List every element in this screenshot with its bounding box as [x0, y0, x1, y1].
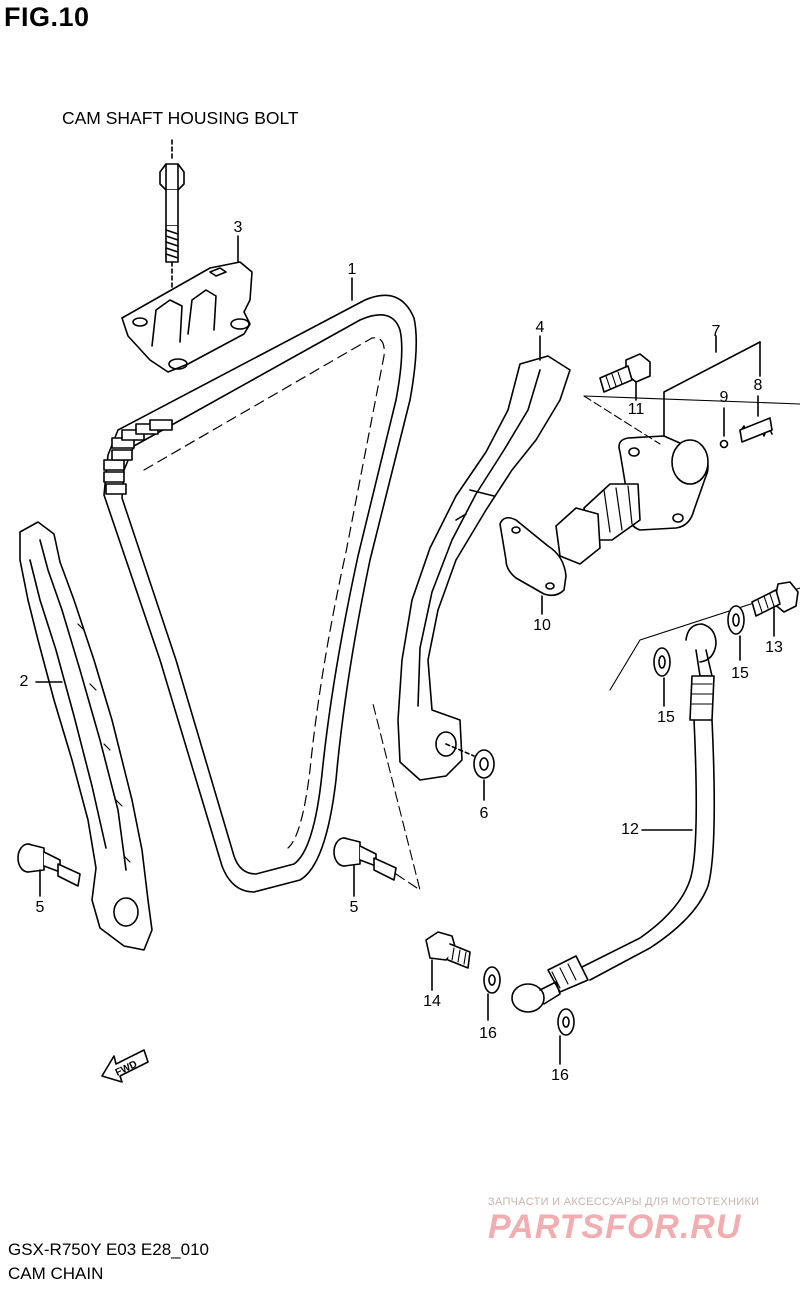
figure-title: FIG.10 [4, 2, 90, 32]
callout-4: 4 [535, 319, 545, 336]
part-9-ball [719, 407, 729, 449]
callout-11: 11 [627, 401, 645, 418]
callout-1: 1 [347, 261, 357, 278]
part-16-washer-lower [557, 1008, 575, 1065]
part-2-left-guide [19, 521, 153, 951]
model-code: GSX-R750Y E03 E28_010 [8, 1240, 209, 1259]
part-12-oil-hose [511, 587, 800, 1013]
callout-2: 2 [19, 673, 29, 690]
callout-7: 7 [711, 323, 721, 340]
callout-9: 9 [719, 389, 729, 406]
part-10-gasket [499, 516, 567, 615]
fwd-label: FWD [114, 1059, 139, 1079]
watermark-logo-text: PARTSFOR.RU [488, 1208, 742, 1244]
callout-15-upper: 15 [731, 665, 749, 682]
part-6-washer [445, 743, 495, 801]
part-8-spring [739, 341, 773, 443]
part-13-banjo-bolt [751, 581, 799, 637]
callout-8: 8 [753, 377, 763, 394]
part-5-guide-bolt-right [333, 699, 421, 897]
part-15-washer-lower [653, 647, 671, 707]
part-1-cam-chain [103, 277, 418, 893]
part-5-guide-bolt-left [17, 843, 81, 897]
part-7-tensioner-adjuster [555, 335, 761, 565]
callout-16-lower: 16 [551, 1067, 569, 1084]
callout-12: 12 [621, 821, 639, 838]
callout-3: 3 [233, 219, 243, 236]
callout-5-left: 5 [35, 899, 45, 916]
part-15-washer-upper [727, 605, 745, 661]
fwd-arrow-icon: FWD [101, 1049, 149, 1083]
callout-10: 10 [533, 617, 551, 634]
part-14-banjo-bolt [425, 931, 471, 991]
part-16-washer-upper [483, 966, 501, 1021]
watermark-subtitle: ЗАПЧАСТИ И АКСЕССУАРЫ ДЛЯ МОТОТЕХНИКИ [488, 1196, 760, 1208]
part-11-bolt [583, 353, 800, 405]
cam-shaft-housing-bolt [159, 139, 185, 301]
callout-16-upper: 16 [479, 1025, 497, 1042]
callout-13: 13 [765, 639, 783, 656]
part-4-tensioner-guide [397, 335, 571, 781]
callout-15-lower: 15 [657, 709, 675, 726]
callout-6: 6 [479, 805, 489, 822]
housing-bolt-label: CAM SHAFT HOUSING BOLT [62, 108, 299, 128]
callout-14: 14 [423, 993, 441, 1010]
part-3-upper-guide [121, 235, 253, 373]
watermark-logo: PARTSFOR.RU [488, 1208, 742, 1244]
callout-5-right: 5 [349, 899, 359, 916]
section-name: CAM CHAIN [8, 1264, 104, 1283]
